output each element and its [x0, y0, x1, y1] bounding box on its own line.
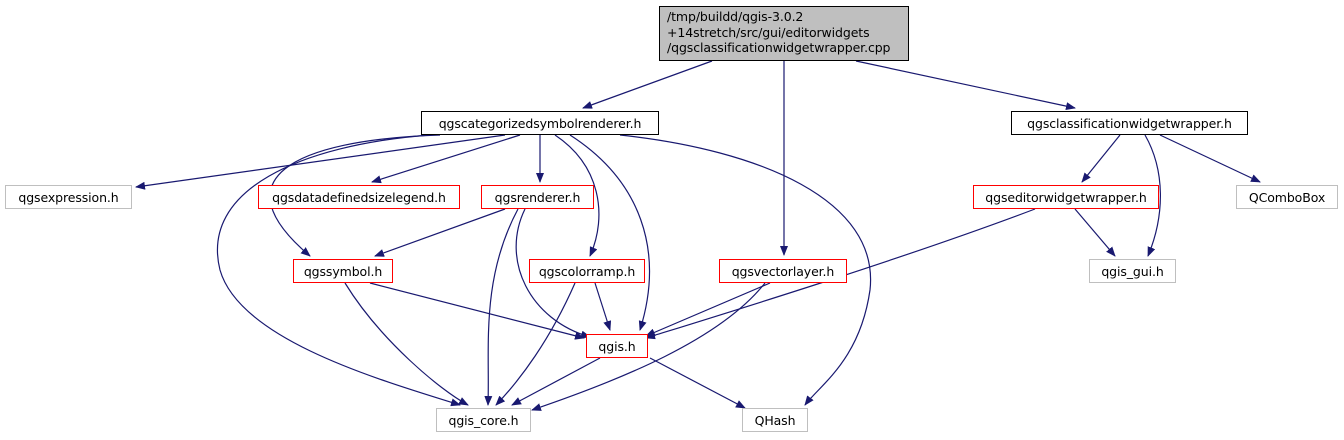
node-label: qgseditorwidgetwrapper.h [985, 189, 1147, 205]
edge-renderer-to-qgiscore [484, 208, 519, 406]
node-qgsvectorlayer[interactable]: qgsvectorlayer.h [719, 259, 847, 283]
edge-categorized-to-datadefined [371, 134, 521, 184]
edge-categorized-to-colorramp [554, 134, 600, 257]
edge-symbol-to-qgis [369, 282, 585, 340]
edge-categorized-to-qgiscore [217, 134, 461, 407]
edge-vectorlayer-to-qgis [645, 282, 771, 337]
edge-categorized-to-expression [135, 134, 506, 190]
node-qgseditorwidgetwrapper[interactable]: qgseditorwidgetwrapper.h [973, 185, 1159, 209]
edge-colorramp-to-qgiscore [495, 282, 576, 406]
edge-root-to-classwrapper [855, 60, 1076, 111]
node-label: qgsdatadefinedsizelegend.h [272, 189, 446, 205]
edge-root-to-categorized [582, 60, 713, 109]
node-label: qgsexpression.h [18, 189, 119, 205]
node-label: QHash [754, 412, 796, 428]
node-qgis[interactable]: qgis.h [586, 334, 648, 358]
node-qgscategorizedsymbolrenderer[interactable]: qgscategorizedsymbolrenderer.h [421, 111, 659, 135]
node-qhash[interactable]: QHash [742, 408, 808, 432]
edge-qgis-to-qhash [649, 357, 746, 409]
edge-qgis-to-qgiscore [511, 357, 601, 406]
node-label: qgis.h [598, 338, 636, 354]
node-qgsrenderer[interactable]: qgsrenderer.h [481, 185, 594, 209]
edge-editorwrapper-to-qgis [645, 208, 1036, 340]
root-label-line-2: +14stretch/src/gui/editorwidgets [667, 24, 870, 40]
node-qgssymbol[interactable]: qgssymbol.h [293, 259, 393, 283]
edge-classwrapper-to-qcombobox [1159, 134, 1261, 183]
node-qgscolorramp[interactable]: qgscolorramp.h [529, 259, 645, 283]
edge-renderer-to-symbol [374, 208, 506, 257]
edge-vectorlayer-to-qgiscore [531, 282, 766, 411]
node-qgis-core[interactable]: qgis_core.h [436, 408, 531, 432]
node-label: qgssymbol.h [303, 263, 383, 279]
node-qgis-gui[interactable]: qgis_gui.h [1089, 259, 1176, 283]
edge-colorramp-to-qgis [594, 282, 612, 331]
edge-renderer-to-qgis [515, 208, 591, 339]
edge-categorized-to-symbol [269, 134, 441, 257]
root-label-line-1: /tmp/buildd/qgis-3.0.2 [667, 9, 804, 24]
edge-editorwrapper-to-qgisgui [1074, 208, 1116, 257]
node-label: qgis_gui.h [1101, 263, 1164, 279]
node-label: qgsclassificationwidgetwrapper.h [1027, 115, 1232, 131]
node-label: qgscategorizedsymbolrenderer.h [438, 115, 642, 131]
node-qgsexpression[interactable]: qgsexpression.h [5, 185, 132, 209]
edge-categorized-to-qgis [569, 134, 651, 331]
node-label: qgis_core.h [448, 412, 519, 428]
node-root-source-file[interactable]: /tmp/buildd/qgis-3.0.2 +14stretch/src/gu… [659, 6, 909, 61]
node-qgsclassificationwidgetwrapper-h[interactable]: qgsclassificationwidgetwrapper.h [1011, 111, 1248, 135]
node-qcombobox[interactable]: QComboBox [1236, 185, 1338, 209]
root-label-line-3: /qgsclassificationwidgetwrapper.cpp [667, 40, 891, 55]
node-qgsdatadefinedsizelegend[interactable]: qgsdatadefinedsizelegend.h [258, 185, 460, 209]
edge-classwrapper-to-editorwrapper [1081, 134, 1121, 183]
node-label: QComboBox [1248, 189, 1326, 205]
edge-classwrapper-to-qgisgui [1144, 134, 1161, 257]
node-label: qgsrenderer.h [494, 189, 581, 205]
edge-symbol-to-qgiscore [344, 282, 469, 406]
edge-categorized-to-qhash [619, 134, 872, 406]
node-label: qgsvectorlayer.h [731, 263, 835, 279]
node-label: qgscolorramp.h [538, 263, 636, 279]
